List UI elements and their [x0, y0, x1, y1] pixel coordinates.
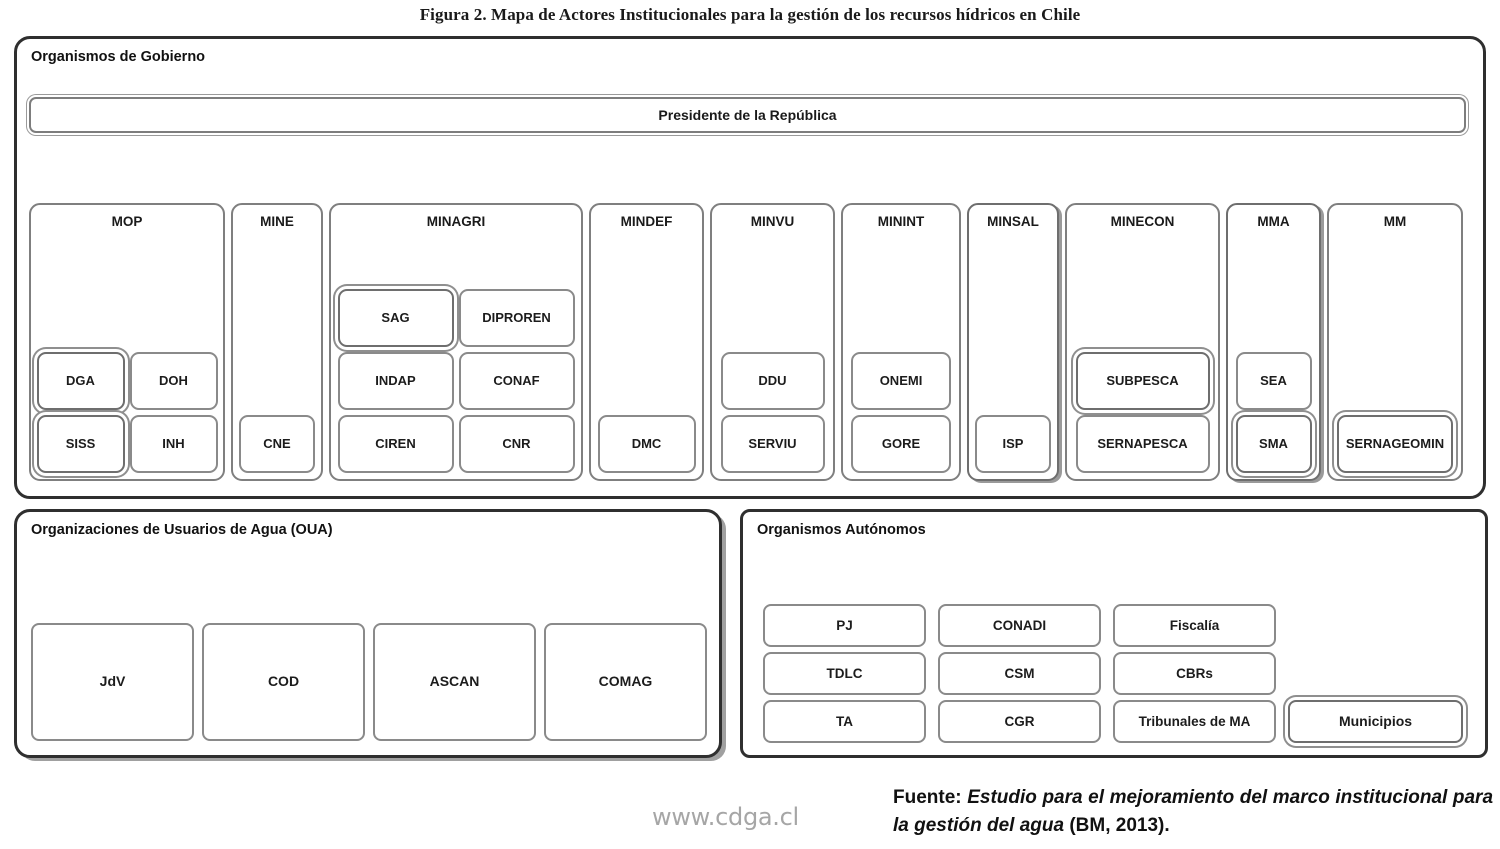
agency-subpesca[interactable]: SUBPESCA	[1075, 352, 1210, 410]
ministry-title: MINECON	[1110, 214, 1175, 229]
ministry-title: MINSAL	[987, 214, 1039, 229]
autonomous-tribunales-de-ma[interactable]: Tribunales de MA	[1113, 700, 1276, 743]
autonomous-tdlc[interactable]: TDLC	[763, 652, 926, 695]
water-users-panel: Organizaciones de Usuarios de Agua (OUA)…	[14, 509, 722, 758]
water-user-ascan[interactable]: ASCAN	[373, 623, 536, 741]
site-watermark: www.cdga.cl	[652, 803, 799, 831]
agency-sernageomin[interactable]: SERNAGEOMIN	[1337, 415, 1453, 473]
autonomous-ta[interactable]: TA	[763, 700, 926, 743]
ministry-mine[interactable]: MINE CNE	[231, 203, 323, 481]
water-user-comag[interactable]: COMAG	[544, 623, 707, 741]
agency-dga[interactable]: DGA	[36, 352, 125, 410]
ministry-title: MINAGRI	[426, 214, 486, 229]
municipios-column: Municipios	[1288, 700, 1463, 743]
autonomous-cbrs[interactable]: CBRs	[1113, 652, 1276, 695]
agency-ddu[interactable]: DDU	[720, 352, 825, 410]
ministry-title: MINVU	[750, 214, 795, 229]
autonomous-panel-label: Organismos Autónomos	[757, 522, 926, 538]
government-panel-label: Organismos de Gobierno	[31, 49, 206, 65]
ministry-title: MMA	[1257, 214, 1290, 229]
autonomous-column: CONADI CSM CGR	[938, 604, 1101, 743]
source-citation: Fuente: Estudio para el mejoramiento del…	[893, 784, 1493, 839]
autonomous-panel: Organismos Autónomos PJ TDLC TA CONADI CSM CG…	[740, 509, 1488, 758]
autonomous-fiscalía[interactable]: Fiscalía	[1113, 604, 1276, 647]
ministry-title: MM	[1383, 214, 1407, 229]
agency-cnr[interactable]: CNR	[458, 415, 575, 473]
government-panel: Organismos de Gobierno Presidente de la …	[14, 36, 1486, 499]
source-label: Fuente:	[893, 787, 962, 808]
autonomous-pj[interactable]: PJ	[763, 604, 926, 647]
agency-diproren[interactable]: DIPROREN	[458, 289, 575, 347]
ministry-agencies: DMC	[596, 415, 697, 473]
ministry-title: MINE	[260, 214, 294, 229]
ministry-mindef[interactable]: MINDEF DMC	[589, 203, 704, 481]
agency-doh[interactable]: DOH	[129, 352, 218, 410]
ministry-title: MININT	[877, 214, 925, 229]
autonomous-cgr[interactable]: CGR	[938, 700, 1101, 743]
autonomous-conadi[interactable]: CONADI	[938, 604, 1101, 647]
autonomous-column: PJ TDLC TA	[763, 604, 926, 743]
water-user-jdv[interactable]: JdV	[31, 623, 194, 741]
agency-serviu[interactable]: SERVIU	[720, 415, 825, 473]
agency-isp[interactable]: ISP	[975, 415, 1051, 473]
ministry-agencies: SERNAGEOMIN	[1334, 415, 1456, 473]
agency-gore[interactable]: GORE	[851, 415, 951, 473]
agency-indap[interactable]: INDAP	[337, 352, 454, 410]
agency-inh[interactable]: INH	[129, 415, 218, 473]
agency-conaf[interactable]: CONAF	[458, 352, 575, 410]
water-users-panel-label: Organizaciones de Usuarios de Agua (OUA)	[31, 522, 333, 538]
agency-cne[interactable]: CNE	[239, 415, 315, 473]
ministry-minsal[interactable]: MINSAL ISP	[967, 203, 1059, 481]
agency-siss[interactable]: SISS	[36, 415, 125, 473]
president-label: Presidente de la República	[658, 107, 837, 123]
agency-sea[interactable]: SEA	[1235, 352, 1312, 410]
president-box: Presidente de la República	[29, 97, 1466, 133]
water-user-cod[interactable]: COD	[202, 623, 365, 741]
ministry-agencies: CNE	[238, 415, 316, 473]
agency-ciren[interactable]: CIREN	[337, 415, 454, 473]
autonomous-csm[interactable]: CSM	[938, 652, 1101, 695]
ministry-title: MOP	[111, 214, 143, 229]
autonomous-municipios[interactable]: Municipios	[1288, 700, 1463, 743]
ministry-title: MINDEF	[620, 214, 673, 229]
source-reference: (BM, 2013).	[1069, 814, 1170, 836]
agency-sag[interactable]: SAG	[337, 289, 454, 347]
agency-dmc[interactable]: DMC	[597, 415, 696, 473]
agency-sernapesca[interactable]: SERNAPESCA	[1075, 415, 1210, 473]
ministry-mm[interactable]: MM SERNAGEOMIN	[1327, 203, 1463, 481]
ministry-agencies: ISP	[974, 415, 1052, 473]
agency-onemi[interactable]: ONEMI	[851, 352, 951, 410]
source-title: Estudio para el mejoramiento del marco i…	[893, 787, 1494, 836]
figure-title: Figura 2. Mapa de Actores Institucionale…	[419, 5, 1081, 24]
agency-sma[interactable]: SMA	[1235, 415, 1312, 473]
